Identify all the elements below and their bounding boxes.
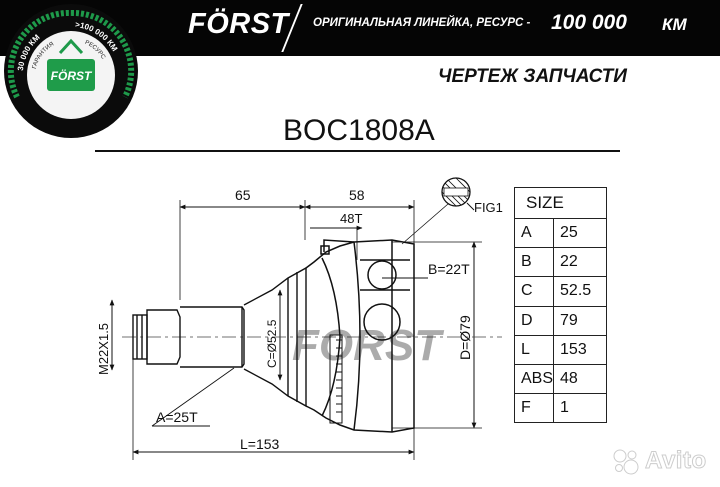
size-value: 52.5: [553, 276, 608, 307]
resource-unit: КМ: [662, 15, 687, 34]
badge-resource-arc: [70, 9, 135, 99]
dim-65-label: 65: [235, 187, 251, 203]
badge-guarantee-arc: [7, 9, 72, 99]
size-value: 48: [553, 363, 608, 395]
size-key: F: [513, 393, 555, 424]
avito-dots-icon: [613, 449, 639, 475]
size-table-header-row: SIZE: [513, 187, 608, 219]
size-value: 79: [553, 305, 608, 336]
badge-chevron-icon: [58, 38, 84, 55]
stub-shaft: [132, 266, 307, 408]
badge-center-text: FÖRST: [51, 68, 93, 83]
c-diameter-label: C=Ø52.5: [265, 319, 279, 368]
resource-value: 100 000: [551, 11, 627, 34]
size-key: B: [513, 247, 555, 278]
size-value: 153: [553, 334, 608, 365]
length-label: L=153: [240, 436, 280, 452]
a-spline-label: A=25T: [156, 409, 198, 425]
drawing-subtitle: ЧЕРТЕЖ ЗАПЧАСТИ: [438, 66, 627, 87]
size-value: 22: [553, 247, 608, 278]
outer-housing: [305, 239, 415, 433]
size-key: C: [513, 276, 555, 307]
tagline: ОРИГИНАЛЬНАЯ ЛИНЕЙКА, РЕСУРС -: [313, 17, 531, 29]
title-divider: [95, 150, 620, 152]
cv-joint-drawing: FORST 65 58 48T FIG1 B=22T M22X1.5 C=Ø52…: [96, 177, 503, 460]
size-key: ABS: [513, 363, 555, 395]
brand-name: FÖRST: [188, 8, 289, 40]
size-value: 1: [553, 393, 608, 424]
spline-48-label: 48T: [340, 211, 362, 226]
leader-lines: [151, 277, 428, 427]
warranty-badge: FÖRST 30 000 КМ >100 000 КМ ГАРАНТИЯ РЕС…: [4, 4, 138, 138]
size-table-header: SIZE: [513, 187, 608, 219]
dim-58-label: 58: [349, 187, 365, 203]
size-value: 25: [553, 217, 608, 249]
badge-green-panel: [47, 59, 95, 91]
size-key: A: [513, 217, 555, 249]
avito-text: Avito: [645, 447, 707, 475]
drawing-watermark: FORST: [292, 321, 444, 370]
size-key: D: [513, 305, 555, 336]
part-code: BOC1808A: [283, 114, 435, 147]
thread-label: M22X1.5: [96, 323, 111, 375]
b-spline-label: B=22T: [428, 261, 470, 277]
size-key: L: [513, 334, 555, 365]
fig1-label: FIG1: [474, 200, 503, 215]
avito-watermark: Avito: [611, 446, 707, 476]
d-diameter-label: D=Ø79: [457, 315, 473, 360]
